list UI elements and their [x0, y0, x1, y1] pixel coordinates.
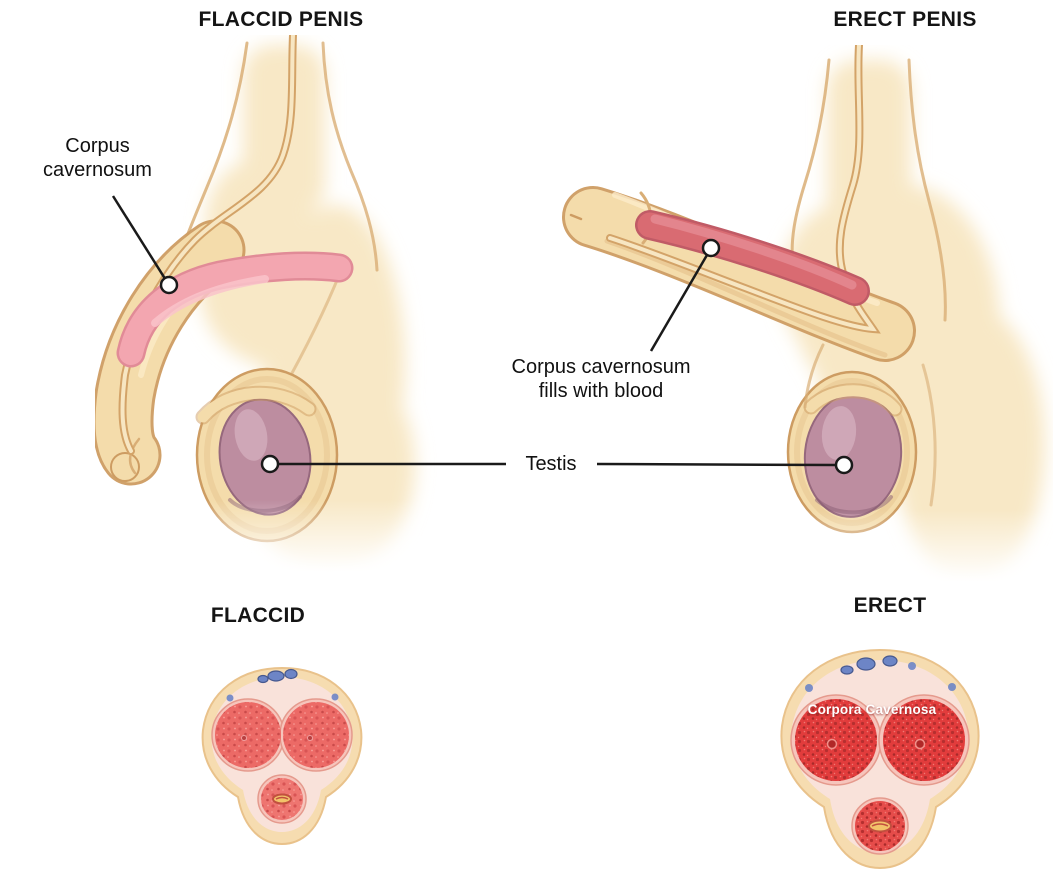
erect-corpus-cavernosum-band [635, 210, 870, 306]
flaccid-cross-section-title: FLACCID [210, 604, 306, 627]
flaccid-bottom-fade [95, 500, 475, 580]
flaccid-cs-corpora-cavernosa [211, 698, 353, 772]
erect-meatus-line [569, 213, 583, 221]
flaccid-cs-corpus-spongiosum [257, 774, 307, 824]
erect-cross-section-title: ERECT [853, 594, 927, 617]
erect-cs-urethra [868, 819, 892, 833]
erect-cs-corpus-spongiosum [851, 797, 909, 855]
testis-label: Testis [525, 453, 577, 475]
flaccid-cs-dorsal-veins [226, 668, 339, 702]
flaccid-cross-section [201, 666, 363, 846]
flaccid-urethra-tube [118, 35, 297, 455]
erect-epididymis [803, 383, 903, 417]
flaccid-epididymis [195, 385, 317, 425]
corpora-cavernosa-label: Corpora Cavernosa [807, 702, 937, 717]
corpus-cavernosum-label-line1: Corpus [65, 135, 130, 157]
corpus-fills-label-line1: Corpus cavernosum [511, 356, 691, 378]
erect-base-crease [803, 343, 825, 409]
erect-penis-illustration [555, 45, 1053, 590]
erect-scrotum [786, 370, 918, 534]
erect-penis-title: ERECT PENIS [833, 8, 977, 31]
erect-cs-corpora-cavernosa [790, 694, 970, 786]
erect-cs-artery-left [826, 738, 838, 750]
flaccid-cs-artery-left [241, 735, 247, 741]
corpus-fills-label-line2: fills with blood [538, 380, 664, 402]
flaccid-penis-illustration [95, 35, 475, 580]
erect-cs-artery-right [914, 738, 926, 750]
flaccid-cs-urethra [272, 793, 292, 805]
erect-cs-dorsal-veins [805, 655, 956, 692]
flaccid-corpus-cavernosum-band [116, 251, 354, 368]
flaccid-cs-artery-right [307, 735, 313, 741]
corpus-cavernosum-label: Corpus cavernosum [20, 134, 175, 182]
corpus-fills-label: Corpus cavernosum fills with blood [490, 355, 712, 403]
erect-urethra-tube [606, 45, 881, 334]
flaccid-penis-title: FLACCID PENIS [198, 8, 364, 31]
erect-bottom-fade [555, 510, 1053, 590]
erect-torso-contours [790, 58, 947, 507]
erect-cross-section [780, 648, 980, 870]
corpus-cavernosum-label-line2: cavernosum [43, 159, 152, 181]
flaccid-glans-tip [110, 452, 140, 482]
